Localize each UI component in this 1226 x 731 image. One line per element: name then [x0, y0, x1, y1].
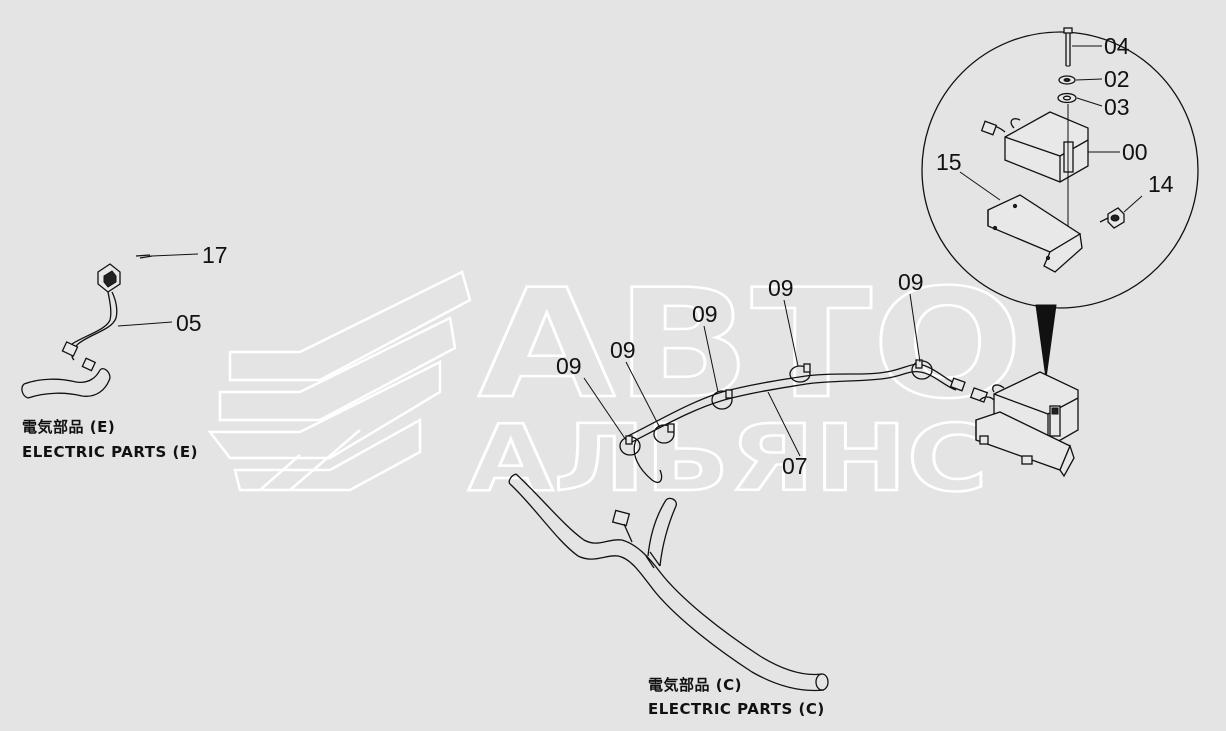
label-17: 17 — [202, 242, 228, 268]
watermark-line-2: АЛЬЯНС — [468, 405, 988, 512]
screw-14 — [1099, 207, 1125, 229]
watermark-wing-4 — [233, 417, 422, 492]
connector-small-a — [61, 341, 79, 357]
watermark-line-1: АВТО — [478, 258, 1023, 432]
harness-end-c — [815, 673, 829, 691]
label-15: 15 — [936, 149, 962, 175]
bottom-harness-c — [508, 473, 829, 692]
flat-washer-03 — [1057, 92, 1077, 104]
label-09-b: 09 — [610, 337, 636, 363]
main-harness-07 — [583, 293, 989, 484]
caption-left-en: ELECTRIC PARTS (E) — [22, 443, 198, 461]
label-09-a: 09 — [556, 353, 582, 379]
detail-circle — [921, 31, 1199, 309]
watermark-wing-3 — [207, 359, 442, 460]
clip-09-c — [711, 390, 733, 410]
connector-small-b — [81, 357, 97, 372]
spring-washer-02 — [1058, 75, 1076, 85]
watermark-logo — [207, 270, 472, 492]
caption-bottom-jp: 電気部品 (C) — [648, 676, 742, 694]
detail-pointer — [1035, 304, 1057, 379]
clip-17 — [135, 254, 153, 259]
left-harness-e — [21, 253, 199, 399]
caption-left-jp: 電気部品 (E) — [22, 418, 115, 436]
bolt-04 — [1063, 27, 1073, 67]
leader-17 — [151, 253, 199, 257]
label-02: 02 — [1104, 66, 1130, 92]
label-09-d: 09 — [768, 275, 794, 301]
label-05: 05 — [176, 310, 202, 336]
bracket-15 — [987, 194, 1083, 273]
label-09-e: 09 — [898, 269, 924, 295]
clip-09-b — [653, 424, 675, 444]
watermark-wing-1 — [228, 270, 472, 382]
harness-sleeve-e — [23, 369, 101, 385]
watermark-wing-2 — [218, 316, 457, 422]
leader-05 — [117, 321, 173, 327]
leader-07 — [767, 391, 801, 457]
detail-inset — [921, 27, 1199, 379]
connector-c — [611, 509, 631, 527]
control-unit-00 — [980, 111, 1089, 183]
label-00: 00 — [1122, 139, 1148, 165]
clip-09-d — [789, 365, 811, 383]
label-03: 03 — [1104, 94, 1130, 120]
connector-05 — [97, 263, 121, 293]
leader-03 — [1076, 97, 1103, 107]
harness-sleeve-c-bottom — [509, 483, 825, 692]
assembled-unit — [975, 371, 1079, 478]
caption-bottom-en: ELECTRIC PARTS (C) — [648, 700, 825, 718]
leader-14 — [1123, 195, 1143, 213]
watermark-wing-stripe-2 — [289, 429, 361, 491]
watermark-wing-stripe — [259, 454, 301, 491]
label-14: 14 — [1148, 171, 1174, 197]
label-09-c: 09 — [692, 301, 718, 327]
leader-15 — [959, 171, 1001, 201]
connector-07-a — [949, 377, 966, 392]
label-07: 07 — [782, 453, 808, 479]
harness-sleeve-c-top — [515, 473, 823, 676]
label-04: 04 — [1104, 33, 1130, 59]
leader-02 — [1075, 78, 1103, 81]
